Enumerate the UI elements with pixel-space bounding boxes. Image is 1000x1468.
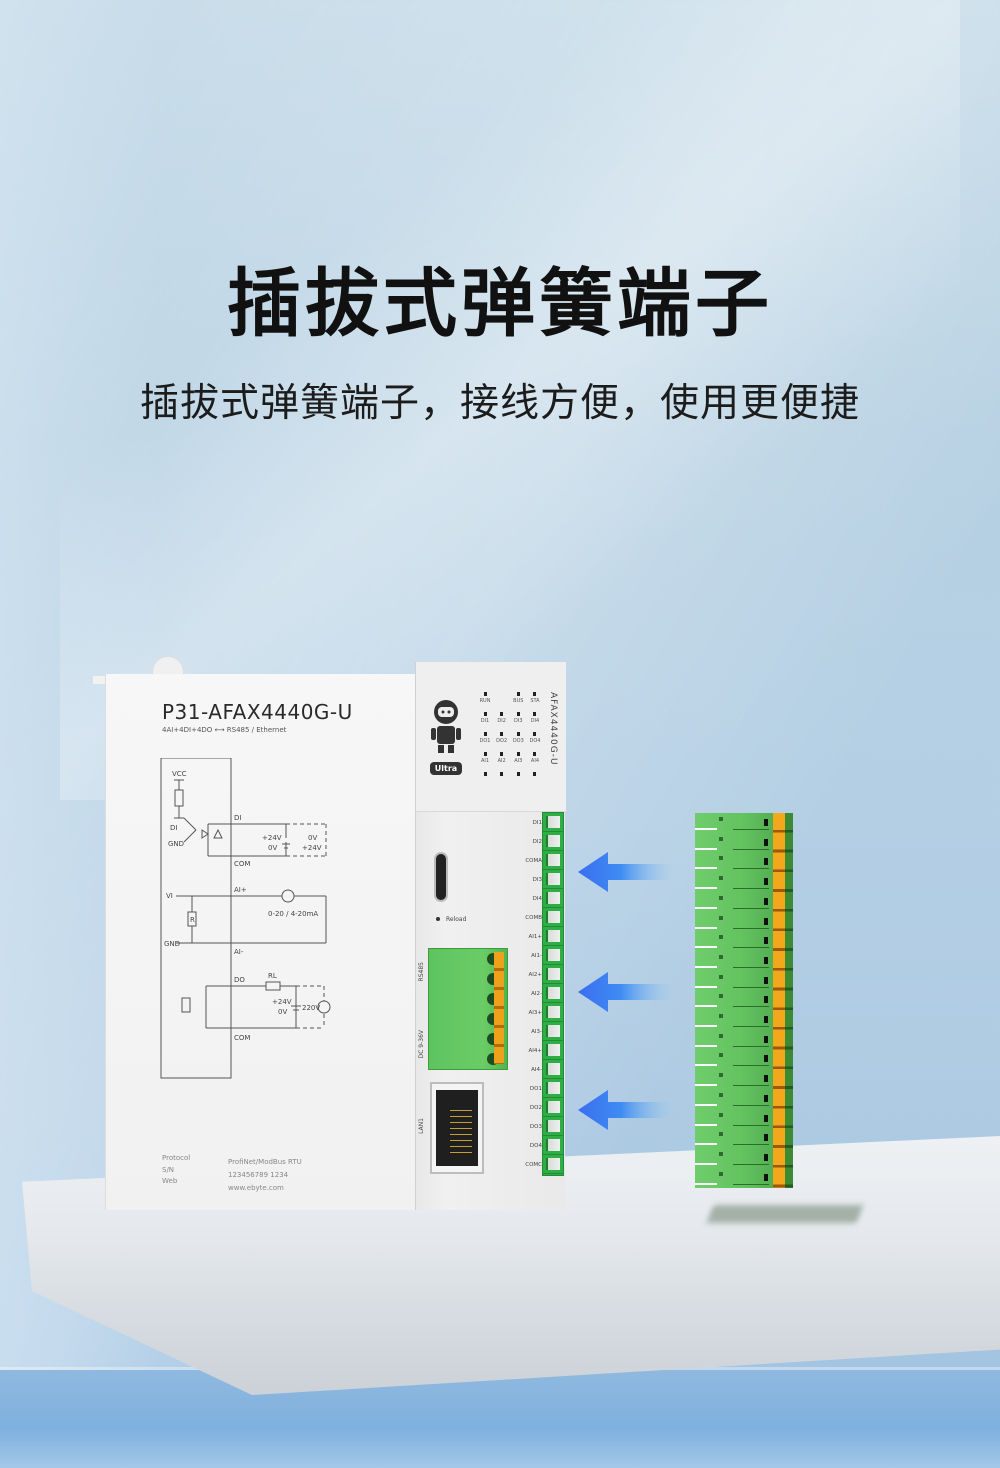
led-ai3: AI3 — [511, 752, 525, 772]
led-extra-1 — [478, 772, 492, 792]
io-module-device: P31-AFAX4440G-U 4AI+4DI+4DO ⟷ RS485 / Et… — [93, 656, 566, 1210]
led-extra-3 — [511, 772, 525, 792]
floor-surface — [0, 1370, 1000, 1468]
info-protocol-key: Protocol — [162, 1154, 191, 1162]
led-row: RUN BUS STA — [478, 692, 542, 712]
info-sn-value: 123456789 1234 — [228, 1171, 289, 1179]
schematic-24v-do: +24V — [272, 998, 292, 1006]
led-sta: STA — [528, 692, 542, 712]
insert-arrow-icon — [578, 852, 674, 892]
connector-edge — [785, 813, 793, 1188]
ultra-badge: Ultra — [430, 762, 462, 775]
schematic-0v-a: 0V — [268, 844, 277, 852]
schematic-current-range: 0-20 / 4-20mA — [268, 910, 318, 918]
device-model: P31-AFAX4440G-U — [162, 700, 353, 724]
schematic-24v-a: +24V — [262, 834, 282, 842]
lan-label: LAN1 — [418, 1118, 425, 1134]
led-row — [478, 772, 542, 792]
led-indicator-grid: RUN BUS STA DI1 DI2 DI3 DI4 DO1 DO2 DO3 … — [478, 692, 542, 792]
spring-release-tabs — [494, 952, 504, 1064]
connector-body — [695, 813, 775, 1188]
terminal-socket-strip[interactable] — [542, 812, 564, 1176]
device-side-panel: P31-AFAX4440G-U 4AI+4DI+4DO ⟷ RS485 / Et… — [105, 674, 415, 1210]
ethernet-port[interactable] — [430, 1082, 484, 1174]
info-protocol-value: ProfiNet/ModBus RTU — [228, 1158, 302, 1166]
schematic-com-do: COM — [234, 1034, 250, 1042]
led-do1: DO1 — [478, 732, 492, 752]
status-panel: Ultra RUN BUS STA DI1 DI2 DI3 DI4 DO1 DO… — [416, 662, 566, 812]
led-do3: DO3 — [511, 732, 525, 752]
schematic-gnd-di: GND — [168, 840, 184, 848]
led-blank — [495, 692, 509, 712]
schematic-vcc: VCC — [172, 770, 187, 778]
schematic-vi: VI — [166, 892, 173, 900]
connector-spring-tabs — [773, 813, 785, 1188]
led-ai1: AI1 — [478, 752, 492, 772]
connector-shadow — [706, 1205, 864, 1223]
schematic-r: R — [190, 916, 195, 924]
led-di4: DI4 — [528, 712, 542, 732]
reload-button[interactable]: Reload — [436, 916, 466, 923]
schematic-rl: RL — [268, 972, 277, 980]
rs485-label: RS485 — [418, 962, 425, 982]
reload-dot-icon — [436, 917, 440, 921]
led-di2: DI2 — [495, 712, 509, 732]
led-di1: DI1 — [478, 712, 492, 732]
info-web-key: Web — [162, 1177, 178, 1185]
schematic-220v: 220V — [302, 1004, 320, 1012]
info-web-value: www.ebyte.com — [228, 1184, 284, 1192]
subheadline: 插拔式弹簧端子，接线方便，使用更便捷 — [139, 381, 860, 426]
led-bus: BUS — [511, 692, 525, 712]
headline: 插拔式弹簧端子 — [227, 261, 773, 347]
device-model-subtitle: 4AI+4DI+4DO ⟷ RS485 / Ethernet — [162, 726, 287, 734]
side-model-label: AFAX4440G-U — [548, 692, 558, 766]
led-run: RUN — [478, 692, 492, 712]
led-do4: DO4 — [528, 732, 542, 752]
schematic-com-di: COM — [234, 860, 250, 868]
schematic-ai-plus: AI+ — [234, 886, 247, 894]
info-sn-key: S/N — [162, 1166, 175, 1174]
led-ai2: AI2 — [495, 752, 509, 772]
schematic-24v-b: +24V — [302, 844, 322, 852]
led-row: DI1 DI2 DI3 DI4 — [478, 712, 542, 732]
schematic-0v-do: 0V — [278, 1008, 287, 1016]
robot-mascot-icon — [431, 700, 461, 753]
schematic-ai-minus: AI- — [234, 948, 244, 956]
device-front-panel: Ultra RUN BUS STA DI1 DI2 DI3 DI4 DO1 DO… — [415, 662, 566, 1210]
led-extra-2 — [495, 772, 509, 792]
schematic-do: DO — [234, 976, 245, 984]
led-ai4: AI4 — [528, 752, 542, 772]
reload-label: Reload — [446, 916, 467, 923]
schematic-gnd-ai: GND — [164, 940, 180, 948]
led-di3: DI3 — [511, 712, 525, 732]
insert-arrow-icon — [578, 972, 674, 1012]
wiring-schematic: VCC DI GND DI COM +24V 0V 0V +24V VI GND… — [160, 758, 331, 1079]
led-row: DO1 DO2 DO3 DO4 — [478, 732, 542, 752]
usb-c-port[interactable] — [434, 852, 448, 902]
terminal-labels: DI1 DI2 COMA DI3 DI4 COMB AI1+ AI1- AI2+… — [525, 820, 542, 1168]
led-row: AI1 AI2 AI3 AI4 — [478, 752, 542, 772]
schematic-0v-b: 0V — [308, 834, 317, 842]
schematic-di-internal: DI — [170, 824, 177, 832]
schematic-di-pin: DI — [234, 814, 241, 822]
insert-arrow-icon — [578, 1090, 674, 1130]
led-extra-4 — [528, 772, 542, 792]
dc-power-label: DC 9-36V — [418, 1030, 425, 1059]
led-do2: DO2 — [495, 732, 509, 752]
pluggable-spring-terminal[interactable] — [695, 813, 795, 1188]
